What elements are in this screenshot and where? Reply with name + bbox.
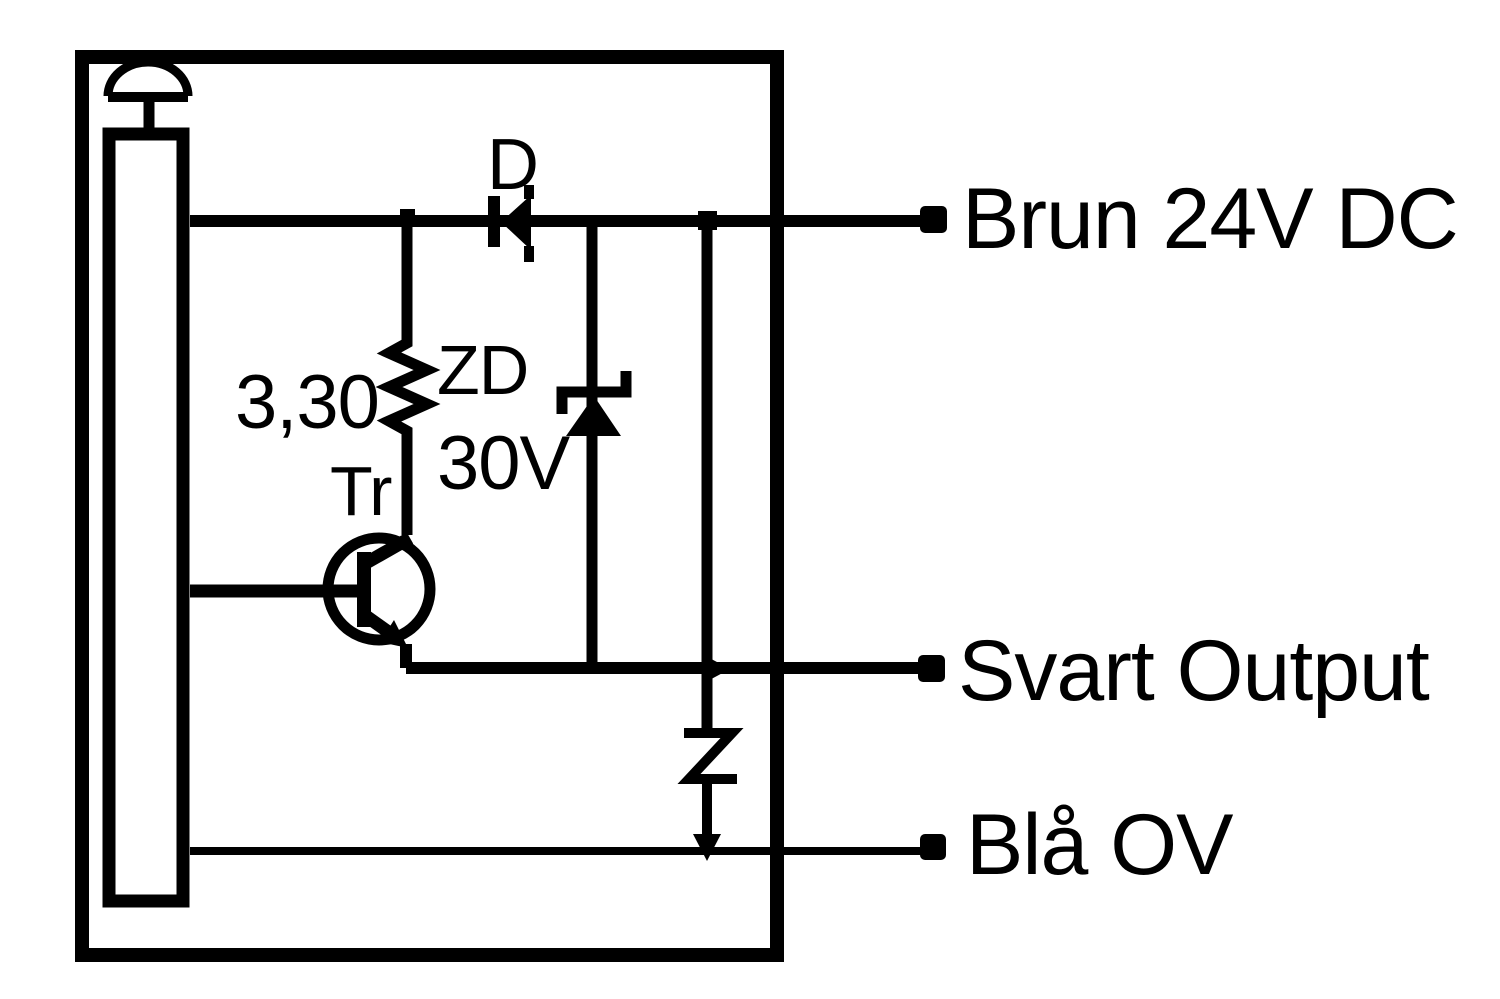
diode-stub-bottom (524, 246, 534, 262)
output-terminal-label: Svart Output (958, 623, 1430, 719)
z-element-icon (677, 728, 744, 784)
dome-arc (103, 57, 193, 97)
enclosure-outline (75, 50, 784, 962)
resistor-value-label: 3,30 (235, 360, 379, 445)
output-terminal-dot (918, 655, 945, 682)
zener-voltage-label: 30V (437, 421, 571, 506)
zero-volt-terminal-label: Blå OV (966, 797, 1233, 893)
zener-diode-symbol (556, 227, 632, 662)
resistor-symbol (375, 227, 441, 535)
transistor-emitter-arrow (380, 620, 408, 648)
resistor-zigzag (375, 227, 441, 535)
supply-terminal-dot (920, 206, 947, 233)
sensor-dome-icon (103, 57, 193, 134)
diode-label: D (487, 125, 538, 205)
transistor-collector-line (362, 532, 414, 569)
load-z-branch (677, 227, 744, 861)
sensor-element (102, 57, 193, 908)
zero-volt-terminal-dot (920, 834, 946, 860)
transistor-symbol (190, 532, 436, 668)
transistor-label: Tr (330, 452, 392, 530)
junction-dot-right-branch (698, 211, 717, 230)
sensor-body-rect (102, 127, 190, 908)
zener-triangle (566, 396, 621, 436)
enclosure-rect (75, 50, 784, 962)
supply-wire (190, 206, 947, 233)
output-wire (406, 654, 945, 684)
diode-symbol (488, 185, 534, 262)
supply-terminal-label: Brun 24V DC (962, 171, 1458, 267)
zener-cathode-bar (556, 371, 632, 414)
junction-tick-resistor-branch (400, 209, 415, 222)
zener-name-label: ZD (437, 331, 528, 409)
diode-stub-top (524, 185, 534, 199)
diode-triangle (501, 195, 531, 250)
right-arrowhead (702, 654, 730, 684)
zero-volt-wire (190, 834, 946, 860)
